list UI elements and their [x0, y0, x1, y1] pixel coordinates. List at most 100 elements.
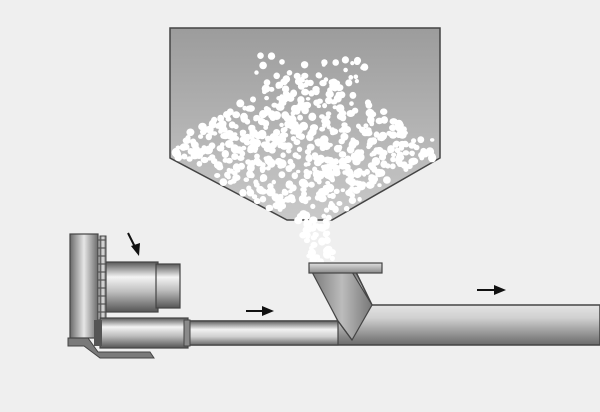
particle — [292, 152, 299, 159]
particle — [365, 181, 375, 189]
particle — [320, 164, 326, 169]
particle — [273, 129, 281, 136]
particle — [319, 114, 325, 119]
particle — [377, 134, 386, 142]
particle — [250, 96, 256, 103]
particle — [330, 130, 336, 136]
particle — [347, 188, 353, 192]
particle — [354, 79, 359, 84]
particle — [236, 99, 245, 108]
particle — [324, 115, 330, 121]
particle — [371, 157, 381, 166]
blower-outlet — [99, 317, 189, 349]
particle — [318, 224, 327, 232]
particle — [380, 160, 388, 168]
particle — [419, 155, 425, 161]
particle — [338, 157, 348, 166]
particle — [186, 128, 195, 137]
particle — [369, 175, 379, 183]
particle — [296, 146, 303, 153]
particle — [261, 84, 271, 93]
particle — [308, 112, 317, 122]
particle — [348, 75, 354, 80]
particle — [408, 158, 417, 166]
particle — [207, 156, 213, 161]
particle — [281, 85, 290, 93]
particle — [322, 218, 329, 225]
particle — [333, 144, 342, 153]
particle — [383, 176, 391, 184]
particle — [338, 151, 347, 158]
particle — [363, 123, 369, 129]
particle — [243, 177, 250, 182]
particle — [274, 136, 283, 144]
particle — [271, 193, 280, 201]
particle — [306, 253, 313, 259]
particle — [395, 121, 404, 129]
particle — [208, 129, 214, 136]
blower-housing — [69, 233, 99, 339]
particle — [279, 122, 284, 128]
particle — [403, 167, 409, 172]
particle — [343, 163, 351, 171]
particle — [257, 52, 264, 59]
particle — [333, 94, 342, 103]
particle — [286, 148, 292, 154]
particle — [292, 121, 299, 128]
particle — [330, 177, 335, 183]
particle — [365, 108, 375, 118]
particle — [389, 163, 396, 170]
particle — [225, 157, 233, 164]
particle — [273, 72, 281, 80]
particle — [237, 155, 245, 162]
particle — [196, 160, 203, 167]
particle — [417, 136, 425, 144]
particle — [277, 202, 287, 210]
particle — [278, 171, 286, 179]
particle — [328, 79, 335, 86]
particle — [214, 173, 221, 178]
particle — [232, 174, 241, 181]
particle — [283, 132, 289, 138]
particle — [200, 128, 208, 135]
particle — [264, 95, 269, 101]
particle — [306, 134, 312, 140]
particle — [351, 107, 359, 114]
particle — [218, 129, 223, 134]
particle — [291, 172, 298, 180]
particle — [304, 149, 312, 155]
particle — [347, 177, 355, 184]
particle — [367, 137, 375, 146]
particle — [343, 126, 352, 133]
particle — [263, 156, 269, 161]
particle — [398, 140, 407, 148]
particle — [259, 167, 266, 174]
particle — [209, 119, 217, 127]
particle — [406, 163, 413, 170]
particle — [312, 169, 322, 179]
particle — [309, 255, 318, 264]
particle — [336, 201, 343, 206]
particle — [357, 125, 362, 130]
particle — [402, 150, 410, 156]
particle — [350, 61, 355, 66]
particle — [353, 56, 362, 65]
particle — [364, 168, 371, 175]
particle — [187, 148, 194, 155]
particle — [430, 138, 435, 142]
particle — [289, 197, 296, 204]
particle — [287, 158, 294, 165]
particle — [304, 79, 310, 84]
particle — [258, 188, 264, 195]
particle — [200, 156, 209, 164]
particle — [305, 97, 311, 101]
particle — [219, 178, 228, 187]
particle — [271, 179, 276, 185]
particle — [253, 114, 261, 121]
particle — [303, 220, 313, 229]
particle — [300, 186, 307, 193]
particle — [290, 89, 298, 98]
particle — [380, 116, 388, 124]
particle — [316, 104, 321, 109]
particle — [341, 56, 349, 64]
